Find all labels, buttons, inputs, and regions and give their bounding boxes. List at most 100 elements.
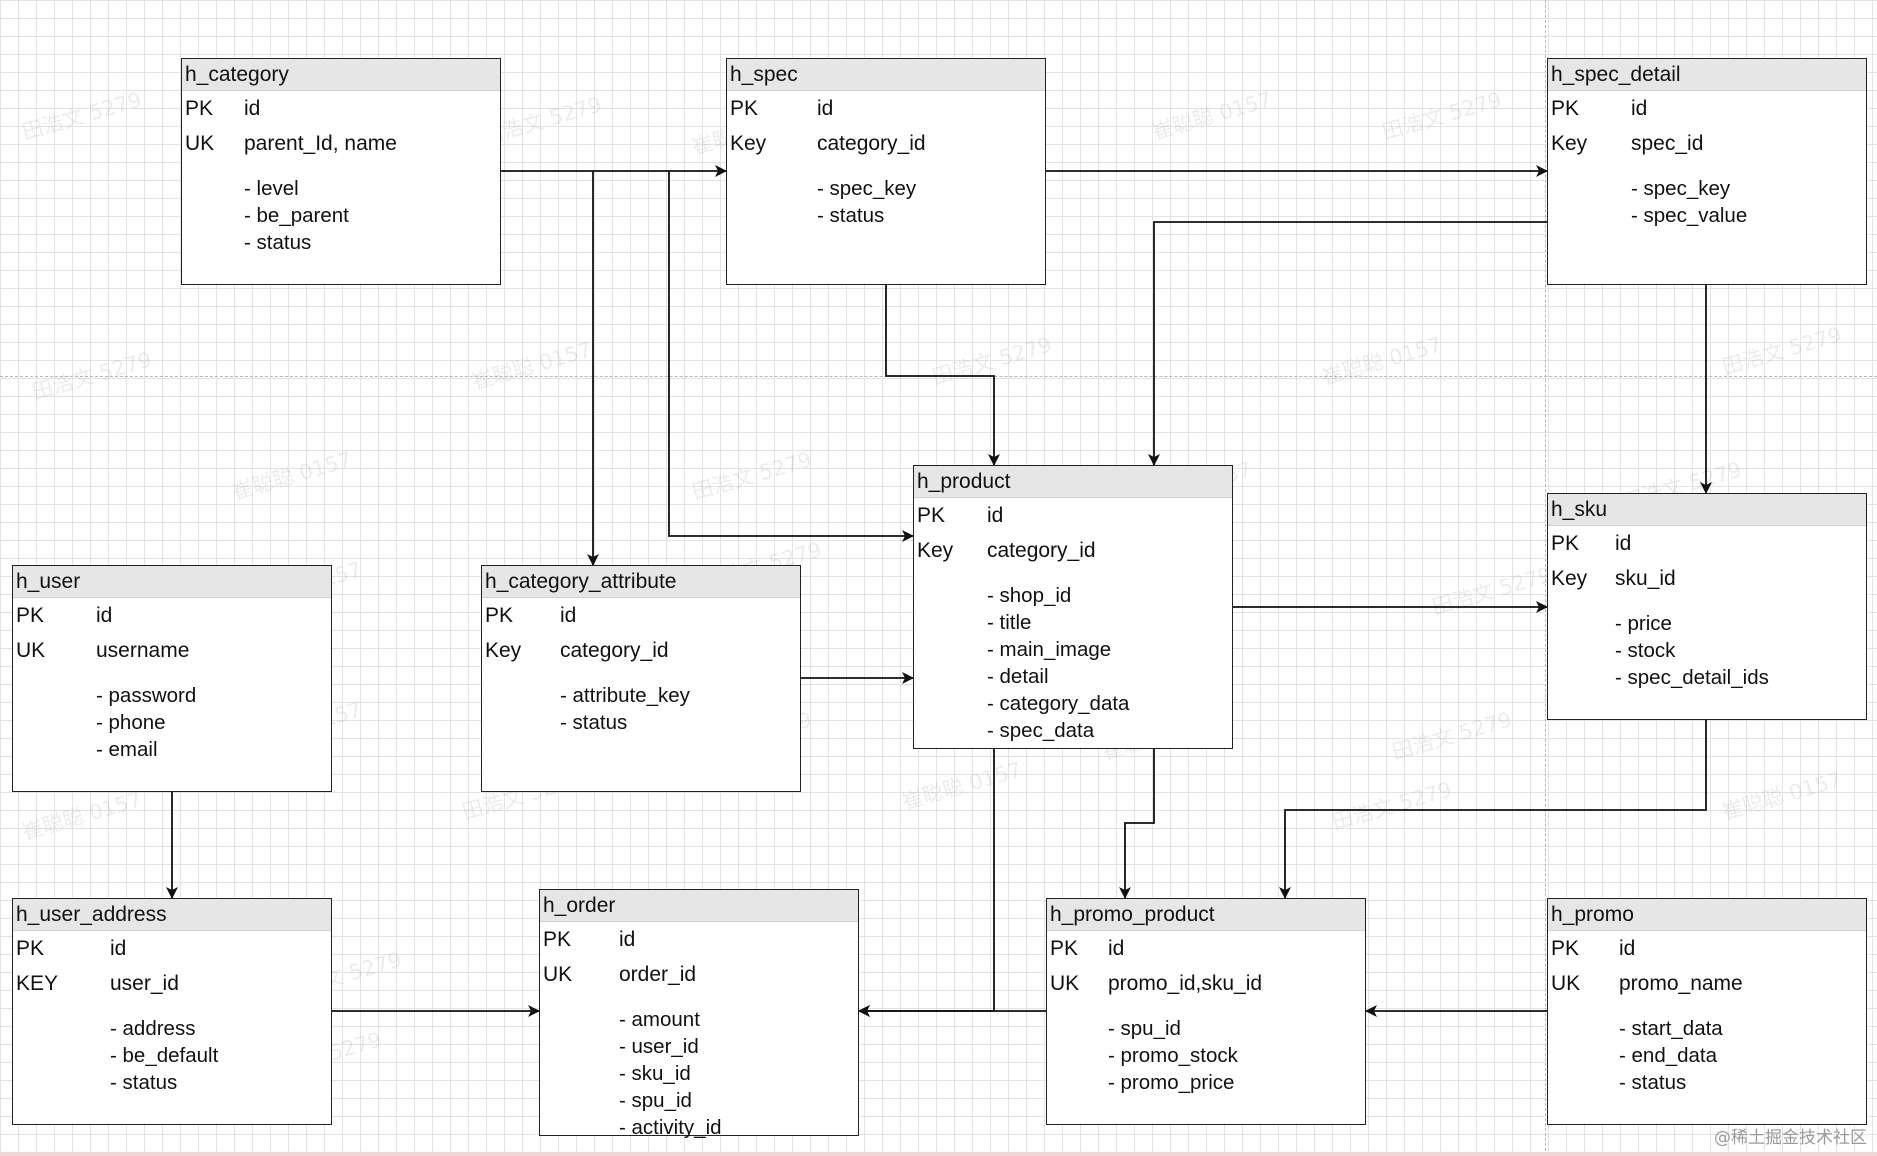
attribute-item: - attribute_key (560, 684, 690, 707)
key-field: id (96, 604, 113, 627)
key-field: category_id (817, 132, 926, 155)
attribute-item: - be_default (110, 1044, 219, 1067)
attribute-list: - shop_id- title- main_image- detail- ca… (987, 582, 1129, 744)
attribute-item: - level (244, 177, 299, 200)
attribute-item: - start_data (1619, 1017, 1723, 1040)
attribute-list: - spu_id- promo_stock- promo_price (1108, 1015, 1238, 1096)
relation-arrow-h-spec-detail-to-h-product[interactable] (1148, 221, 1547, 466)
attribute-item: - status (560, 711, 628, 734)
attribute-item: - promo_stock (1108, 1044, 1238, 1067)
key-field: parent_Id, name (244, 132, 397, 155)
attribute-list: - level- be_parent- status (244, 175, 349, 256)
attribute-item: - spu_id (619, 1089, 692, 1112)
attribute-item: - spu_id (1108, 1017, 1181, 1040)
entity-title: h_order (540, 890, 858, 922)
entity-title: h_category (182, 59, 500, 91)
key-field: category_id (987, 539, 1096, 562)
attribute-item: - sku_id (619, 1062, 691, 1085)
attribute-item: - price (1615, 612, 1672, 635)
key-field: id (110, 937, 127, 960)
attribute-item: - detail (987, 665, 1049, 688)
key-field: id (619, 928, 636, 951)
attribute-item: - be_parent (244, 204, 349, 227)
attribute-item: - status (110, 1071, 178, 1094)
key-field: sku_id (1615, 567, 1676, 590)
key-label: PK (1551, 937, 1580, 960)
key-label: PK (16, 937, 45, 960)
attribute-list: - spec_key - status (817, 175, 916, 229)
key-field: user_id (110, 972, 179, 995)
attribute-item: - amount (619, 1008, 700, 1031)
attribute-item: - email (96, 738, 158, 761)
key-label: UK (16, 639, 46, 662)
entity-title: h_user_address (13, 899, 331, 931)
attribute-item: - spec_key (817, 177, 917, 200)
attribute-item: - password (96, 684, 197, 707)
entity-title: h_promo (1548, 899, 1866, 931)
entity-title: h_category_attribute (482, 566, 800, 598)
attribute-item: - spec_value (1631, 204, 1748, 227)
key-label: Key (485, 639, 522, 662)
attribute-item: - title (987, 611, 1032, 634)
bottom-strip (0, 1152, 1877, 1156)
attribute-list: - spec_key - spec_value (1631, 175, 1747, 229)
attribute-list: - address - be_default - status (110, 1015, 218, 1096)
entity-title: h_spec (727, 59, 1045, 91)
key-label: PK (543, 928, 572, 951)
entity-title: h_sku (1548, 494, 1866, 526)
attribute-item: - user_id (619, 1035, 699, 1058)
key-field: promo_name (1619, 972, 1743, 995)
key-label: PK (917, 504, 946, 527)
attribute-item: - stock (1615, 639, 1676, 662)
page-break-vertical (1545, 0, 1546, 1156)
relation-arrow-h-spec-to-h-product[interactable] (885, 285, 1000, 466)
attribute-item: - address (110, 1017, 196, 1040)
attribute-list: - password - phone - email (96, 682, 196, 763)
attribute-item: - status (1619, 1071, 1687, 1094)
key-field: id (1619, 937, 1636, 960)
attribute-item: - spec_key (1631, 177, 1731, 200)
relation-arrow-h-product-to-h-order[interactable] (858, 749, 995, 1017)
key-field: id (1631, 97, 1648, 120)
key-field: order_id (619, 963, 697, 986)
entity-title: h_spec_detail (1548, 59, 1866, 91)
entity-title: h_user (13, 566, 331, 598)
relation-arrow-h-sku-to-h-promo-product[interactable] (1279, 720, 1707, 899)
key-field: category_id (560, 639, 669, 662)
relation-arrow-h-product-to-h-promo-product[interactable] (1119, 749, 1155, 899)
key-field: id (244, 97, 261, 120)
key-label: Key (730, 132, 767, 155)
relation-arrow-h-category-to-h-product[interactable] (668, 171, 914, 542)
key-label: UK (543, 963, 573, 986)
key-field: username (96, 639, 190, 662)
key-label: KEY (16, 972, 59, 995)
attribute-list: - attribute_key - status (560, 682, 690, 736)
attribute-item: - main_image (987, 638, 1112, 661)
key-field: spec_id (1631, 132, 1704, 155)
key-label: PK (1050, 937, 1079, 960)
key-label: Key (1551, 567, 1588, 590)
key-label: PK (16, 604, 45, 627)
attribute-item: - status (817, 204, 885, 227)
attribute-item: - category_data (987, 692, 1130, 715)
key-label: PK (1551, 97, 1580, 120)
attribute-item: - phone (96, 711, 166, 734)
